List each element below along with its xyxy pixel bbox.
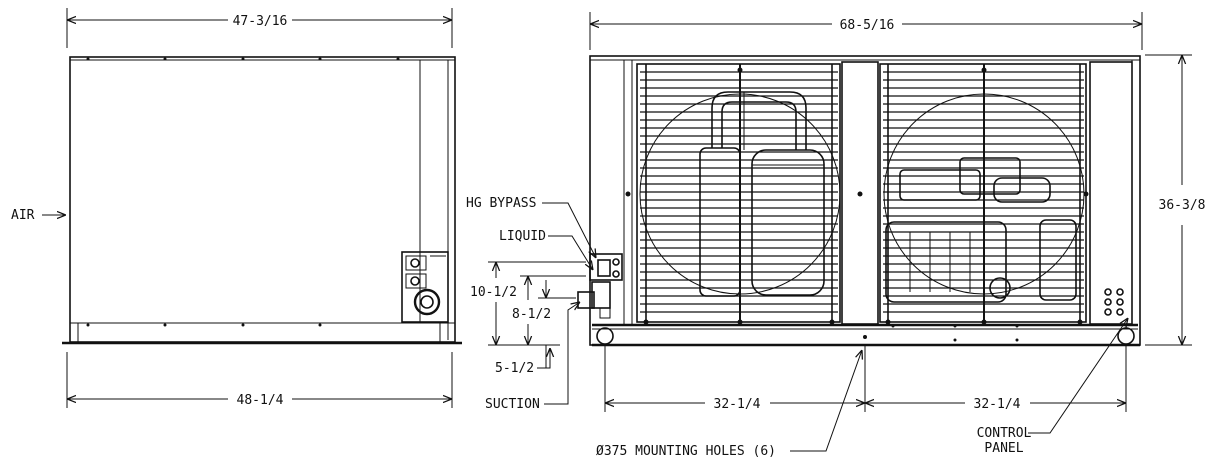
grille-fasteners xyxy=(625,67,1089,325)
side-valve-block xyxy=(401,251,449,323)
refrigerant-connections xyxy=(577,253,623,319)
air-label: AIR xyxy=(11,208,35,223)
liquid-label: LIQUID xyxy=(499,229,546,244)
fan-grille-left xyxy=(636,63,841,323)
side-cabinet-outline xyxy=(69,56,456,343)
mounting-holes-callout: Ø375 MOUNTING HOLES (6) xyxy=(596,350,862,459)
front-half-left-label: 32-1/4 xyxy=(714,397,761,412)
side-view: 47-3/16 AIR xyxy=(11,8,462,408)
control-panel-label-2: PANEL xyxy=(984,441,1023,456)
fan-grille-right xyxy=(879,63,1087,323)
control-panel-label-1: CONTROL xyxy=(977,426,1032,441)
valve-assembly-right xyxy=(885,157,1077,303)
dim-side-width-bottom: 48-1/4 xyxy=(66,352,453,408)
conn-height-3-label: 5-1/2 xyxy=(495,361,534,376)
dim-front-width-top: 68-5/16 xyxy=(589,12,1143,50)
conn-height-1-label: 10-1/2 xyxy=(470,285,517,300)
front-half-right-label: 32-1/4 xyxy=(974,397,1021,412)
mounting-hole-right xyxy=(1117,327,1135,345)
center-post xyxy=(841,61,879,325)
side-width-bottom-label: 48-1/4 xyxy=(237,393,284,408)
front-height-label: 36-3/8 xyxy=(1159,198,1206,213)
conn-height-2-label: 8-1/2 xyxy=(512,307,551,322)
front-width-top-label: 68-5/16 xyxy=(840,18,895,33)
compressor xyxy=(699,91,825,297)
hg-bypass-label: HG BYPASS xyxy=(466,196,536,211)
mounting-holes-label: Ø375 MOUNTING HOLES (6) xyxy=(596,444,776,459)
fan-blade-left xyxy=(639,93,841,295)
control-panel-column xyxy=(1089,61,1133,325)
front-view: 68-5/16 36-3/8 xyxy=(577,12,1206,347)
side-screws xyxy=(86,57,400,327)
dim-front-halves: 32-1/4 32-1/4 xyxy=(604,346,1127,412)
control-panel-knockouts xyxy=(1104,288,1124,316)
connection-callouts: HG BYPASS LIQUID SUCTION 10-1/2 8-1/2 5-… xyxy=(466,196,596,412)
dim-side-width-top: 47-3/16 xyxy=(66,8,453,48)
control-panel-callout: CONTROL PANEL xyxy=(977,318,1128,456)
dim-front-height: 36-3/8 xyxy=(1145,54,1206,346)
mounting-hole-left xyxy=(596,327,614,345)
suction-label: SUCTION xyxy=(485,397,540,412)
side-width-top-label: 47-3/16 xyxy=(233,14,288,29)
